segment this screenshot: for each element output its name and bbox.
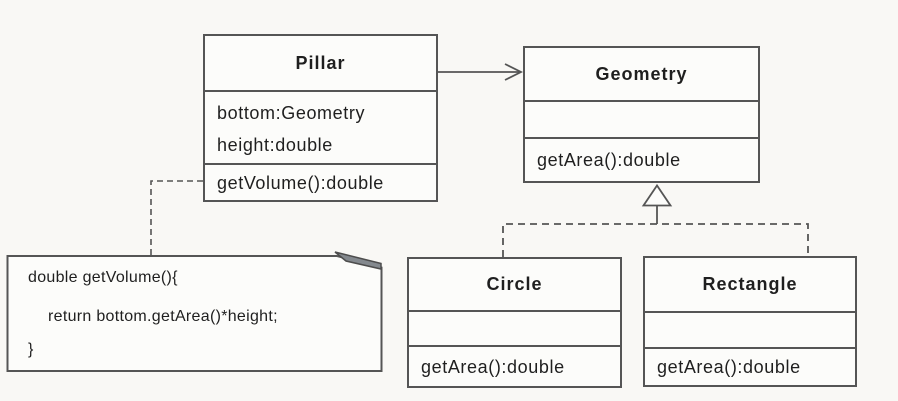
class-name-circle: Circle (486, 274, 543, 294)
methods-compartment-circle: getArea():double (409, 345, 620, 386)
generalization-connector (502, 183, 809, 257)
class-box-geometry: Geometry getArea():double (523, 46, 760, 183)
methods-compartment-geometry: getArea():double (525, 137, 758, 181)
attribute-bottom: bottom:Geometry (217, 103, 366, 123)
note-code-line: return bottom.getArea()*height; (48, 308, 278, 325)
attribute-height: height:double (217, 135, 333, 155)
note-code-line: double getVolume(){ (28, 269, 178, 286)
method-getvolume: getVolume():double (217, 172, 384, 193)
hollow-triangle-arrowhead-icon (641, 183, 673, 207)
attributes-compartment-rectangle (645, 311, 855, 347)
dashed-inheritance-line (502, 223, 809, 257)
attributes-compartment-circle (409, 310, 620, 345)
association-pillar-geometry (438, 63, 524, 81)
note-anchor-line (150, 180, 203, 255)
code-note: double getVolume(){ return bottom.getAre… (7, 255, 383, 372)
class-name-pillar: Pillar (295, 52, 346, 73)
class-name-geometry: Geometry (595, 63, 688, 84)
method-getarea-rectangle: getArea():double (657, 357, 801, 377)
class-box-rectangle: Rectangle getArea():double (643, 256, 857, 387)
methods-compartment-pillar: getVolume():double (205, 163, 436, 200)
method-getarea-circle: getArea():double (421, 356, 565, 377)
class-box-pillar: Pillar bottom:Geometry height:double get… (203, 34, 438, 202)
method-getarea-geometry: getArea():double (537, 150, 681, 170)
class-box-circle: Circle getArea():double (407, 257, 622, 388)
open-arrowhead-icon (504, 63, 524, 81)
note-code-line: } (28, 341, 34, 358)
methods-compartment-rectangle: getArea():double (645, 347, 855, 385)
attributes-compartment-geometry (525, 100, 758, 137)
attributes-compartment-pillar: bottom:Geometry height:double (205, 90, 436, 163)
class-name-rectangle: Rectangle (702, 274, 798, 294)
